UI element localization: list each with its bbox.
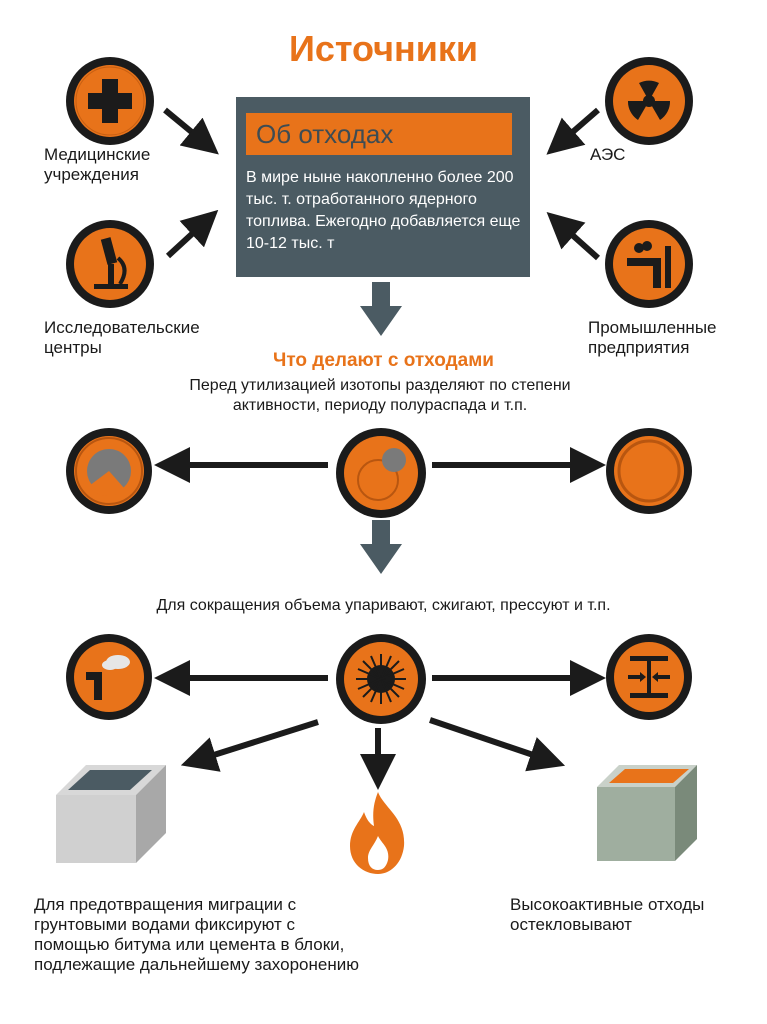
label-industrial: Промышленные предприятия [588,318,717,357]
info-box-heading: Об отходах [246,113,512,155]
cement-block-icon [46,765,171,865]
isotope-large-icon [604,426,694,516]
page-title: Источники [288,28,479,69]
label-research: Исследовательские центры [44,318,200,357]
separation-text: Перед утилизацией изотопы разделяют по с… [189,377,571,414]
info-box-text: В мире ныне накопленно более 200 тыс. т.… [246,169,521,252]
isotope-split-icon [334,426,428,520]
press-icon [604,632,694,722]
bottom-left-text: Для предотвращения миграции с грунтовыми… [34,895,359,974]
isotope-small-icon [64,426,154,516]
glass-block-icon [595,765,717,865]
fire-icon [344,790,412,876]
section-title: Что делают с отходами [273,350,494,371]
label-npp: АЭС [590,145,626,164]
label-medical: Медицинские учреждения [44,145,151,184]
radiation-icon [603,55,695,147]
sun-icon [334,632,428,726]
microscope-icon [64,218,156,310]
bottom-right-text: Высокоактивные отходы остекловывают [510,895,705,934]
medical-cross-icon [64,55,156,147]
factory-icon [603,218,695,310]
reduction-text: Для сокращения объема упаривают, сжигают… [156,597,611,614]
evaporation-icon [64,632,154,722]
info-box: Об отходах В мире ныне накопленно более … [236,97,530,277]
